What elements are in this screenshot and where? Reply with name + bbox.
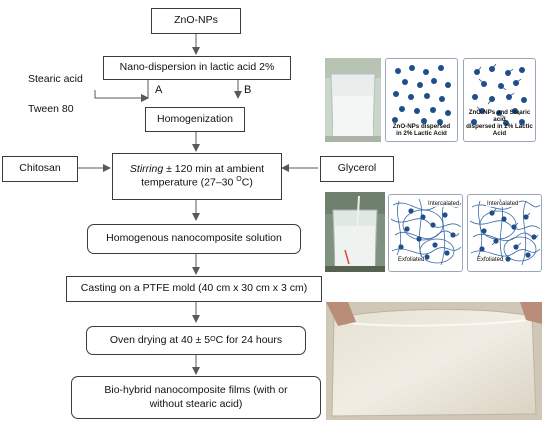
zno-nps-label: ZnO-NPs [174, 14, 218, 27]
box-nano-dispersion: Nano-dispersion in lactic acid 2% [103, 56, 291, 80]
photo-stirring-beaker [325, 192, 385, 272]
box-final-films: Bio-hybrid nanocomposite films (with or … [71, 376, 321, 419]
oven-text: Oven drying at 40 ± 5 [109, 333, 211, 346]
schematic-zno-dispersion: ZnO-NPs dispersed in 2% Lactic Acid [385, 58, 458, 142]
casting-label: Casting on a PTFE mold (40 cm x 30 cm x … [80, 282, 308, 295]
schematic-zno-stearic-dispersion: ZnO-NPs and Stearic acid dispersed in 2%… [463, 58, 536, 142]
zno-stearic-particles-graphic [471, 63, 527, 126]
panel-b-caption-line-1: ZnO-NPs and Stearic acid [468, 108, 531, 123]
exfoliated-tag-1: Exfoliated [397, 257, 426, 263]
stirring-line-1: Stirring ± 120 min at ambient [130, 163, 264, 176]
stirring-photo-graphic [325, 192, 385, 272]
final-films-line-2: without stearic acid) [149, 397, 243, 410]
photo-beaker-dispersion [325, 58, 381, 142]
stirring-italic: Stirring [129, 163, 164, 176]
glycerol-label: Glycerol [337, 162, 377, 175]
stirring-line-2: temperature (27–30 OC) [141, 176, 253, 190]
panel-a-caption-line-2: in 2% Lactic Acid [396, 129, 447, 137]
box-chitosan: Chitosan [2, 156, 78, 182]
panel-a-caption: ZnO-NPs dispersed in 2% Lactic Acid [386, 123, 457, 137]
film-photo-graphic [326, 302, 542, 420]
photo-film-sheet [326, 302, 542, 420]
branch-a-label: A [155, 84, 163, 96]
stirring-temperature-text: temperature (27–30 [141, 176, 237, 189]
panel-b-caption-line-2: dispersed in 2% Lactic Acid [466, 122, 533, 137]
homogenization-label: Homogenization [157, 112, 233, 125]
polymer-network-graphic-1 [390, 198, 462, 266]
homogenous-solution-label: Homogenous nanocomposite solution [106, 232, 282, 245]
box-stirring: Stirring ± 120 min at ambient temperatur… [112, 153, 282, 200]
box-casting: Casting on a PTFE mold (40 cm x 30 cm x … [66, 276, 322, 302]
oven-degree: O [210, 336, 216, 344]
box-glycerol: Glycerol [320, 156, 394, 182]
intercalated-tag-1: Intercalated [427, 201, 461, 207]
exfoliated-tag-2: Exfoliated [476, 257, 505, 263]
tween-80-label: Tween 80 [28, 103, 74, 115]
schematic-intercalated-exfoliated-2: Intercalated Exfoliated [467, 194, 542, 272]
schematic-intercalated-exfoliated-1: Intercalated Exfoliated [388, 194, 463, 272]
arrow-additives-join [94, 90, 148, 99]
zno-particles-graphic [392, 65, 451, 125]
panel-b-caption: ZnO-NPs and Stearic acid dispersed in 2%… [464, 109, 535, 138]
box-homogenization: Homogenization [145, 107, 245, 132]
box-zno-nps: ZnO-NPs [151, 8, 241, 34]
chitosan-label: Chitosan [19, 162, 61, 175]
beaker-photo-graphic [325, 58, 381, 142]
panel-a-caption-line-1: ZnO-NPs dispersed [392, 122, 451, 130]
box-homogenous-solution: Homogenous nanocomposite solution [87, 224, 301, 254]
stirring-degree: O [236, 176, 242, 184]
intercalated-tag-2: Intercalated [486, 201, 520, 207]
nano-dispersion-label: Nano-dispersion in lactic acid 2% [119, 61, 275, 74]
final-films-line-1: Bio-hybrid nanocomposite films (with or [104, 384, 288, 397]
branch-b-label: B [244, 84, 252, 96]
stirring-line-1-rest: ± 120 min at ambient [163, 163, 265, 176]
stearic-acid-label: Stearic acid [28, 73, 83, 85]
stirring-celsius: C) [241, 176, 253, 189]
oven-rest: C for 24 hours [215, 333, 283, 346]
